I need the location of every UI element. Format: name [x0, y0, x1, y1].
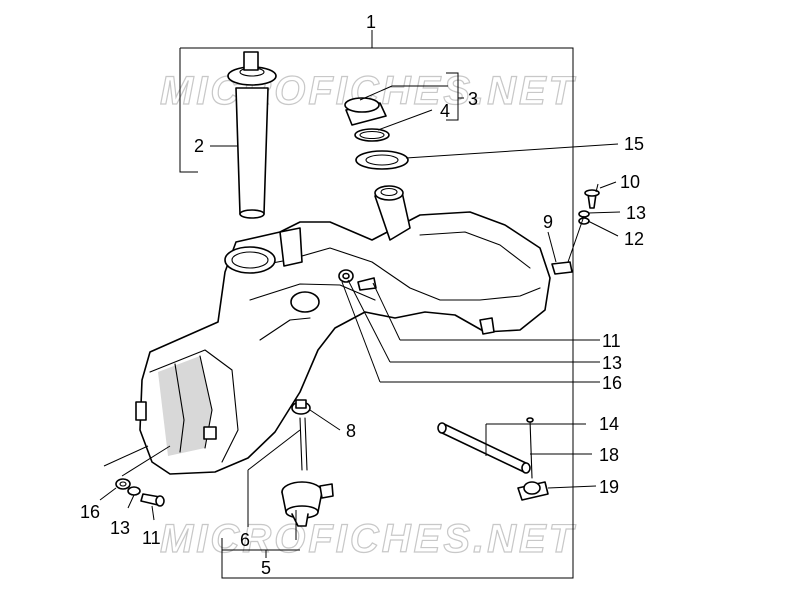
callout-4: 4 [440, 101, 450, 121]
filler-cap-icon [344, 97, 390, 142]
callout-16-middle: 16 [602, 373, 622, 393]
callout-16-bottom: 16 [80, 502, 100, 522]
fuel-level-sender-icon [227, 51, 277, 219]
callout-6: 6 [240, 530, 250, 550]
filler-gasket-icon [355, 150, 409, 170]
callout-14: 14 [599, 414, 619, 434]
callout-13-bottom: 13 [110, 518, 130, 538]
callout-1: 1 [366, 12, 376, 32]
hose-clamp-icon [291, 399, 311, 471]
callout-numbers: 1 2 3 4 15 10 13 12 9 11 13 16 8 14 18 1… [80, 12, 646, 578]
callout-11-middle: 11 [602, 331, 621, 351]
screw-washer-middle-icon [338, 269, 377, 291]
callout-12: 12 [624, 229, 644, 249]
fuel-tap-icon [281, 481, 334, 527]
callout-15: 15 [624, 134, 644, 154]
assembly-frame [179, 30, 574, 579]
callout-11-bottom: 11 [142, 528, 161, 548]
hose-clip-icon [517, 417, 549, 501]
fuel-hose-icon [437, 422, 531, 474]
filler-neck-icon [374, 185, 411, 241]
callout-10: 10 [620, 172, 640, 192]
callout-13-middle: 13 [602, 353, 622, 373]
callout-3: 3 [468, 89, 478, 109]
callout-19: 19 [599, 477, 619, 497]
callout-2: 2 [194, 136, 204, 156]
screw-washer-bottom-left-icon [115, 478, 165, 507]
callout-9: 9 [543, 212, 553, 232]
callout-13-top: 13 [626, 203, 646, 223]
screw-washer-top-right-icon [551, 189, 600, 275]
watermark-bottom: MICROFICHES.NET [160, 517, 577, 561]
callout-5: 5 [261, 558, 271, 578]
fuel-tank-icon [135, 211, 551, 475]
leader-lines [99, 72, 621, 558]
callout-8: 8 [346, 421, 356, 441]
callout-18: 18 [599, 445, 619, 465]
